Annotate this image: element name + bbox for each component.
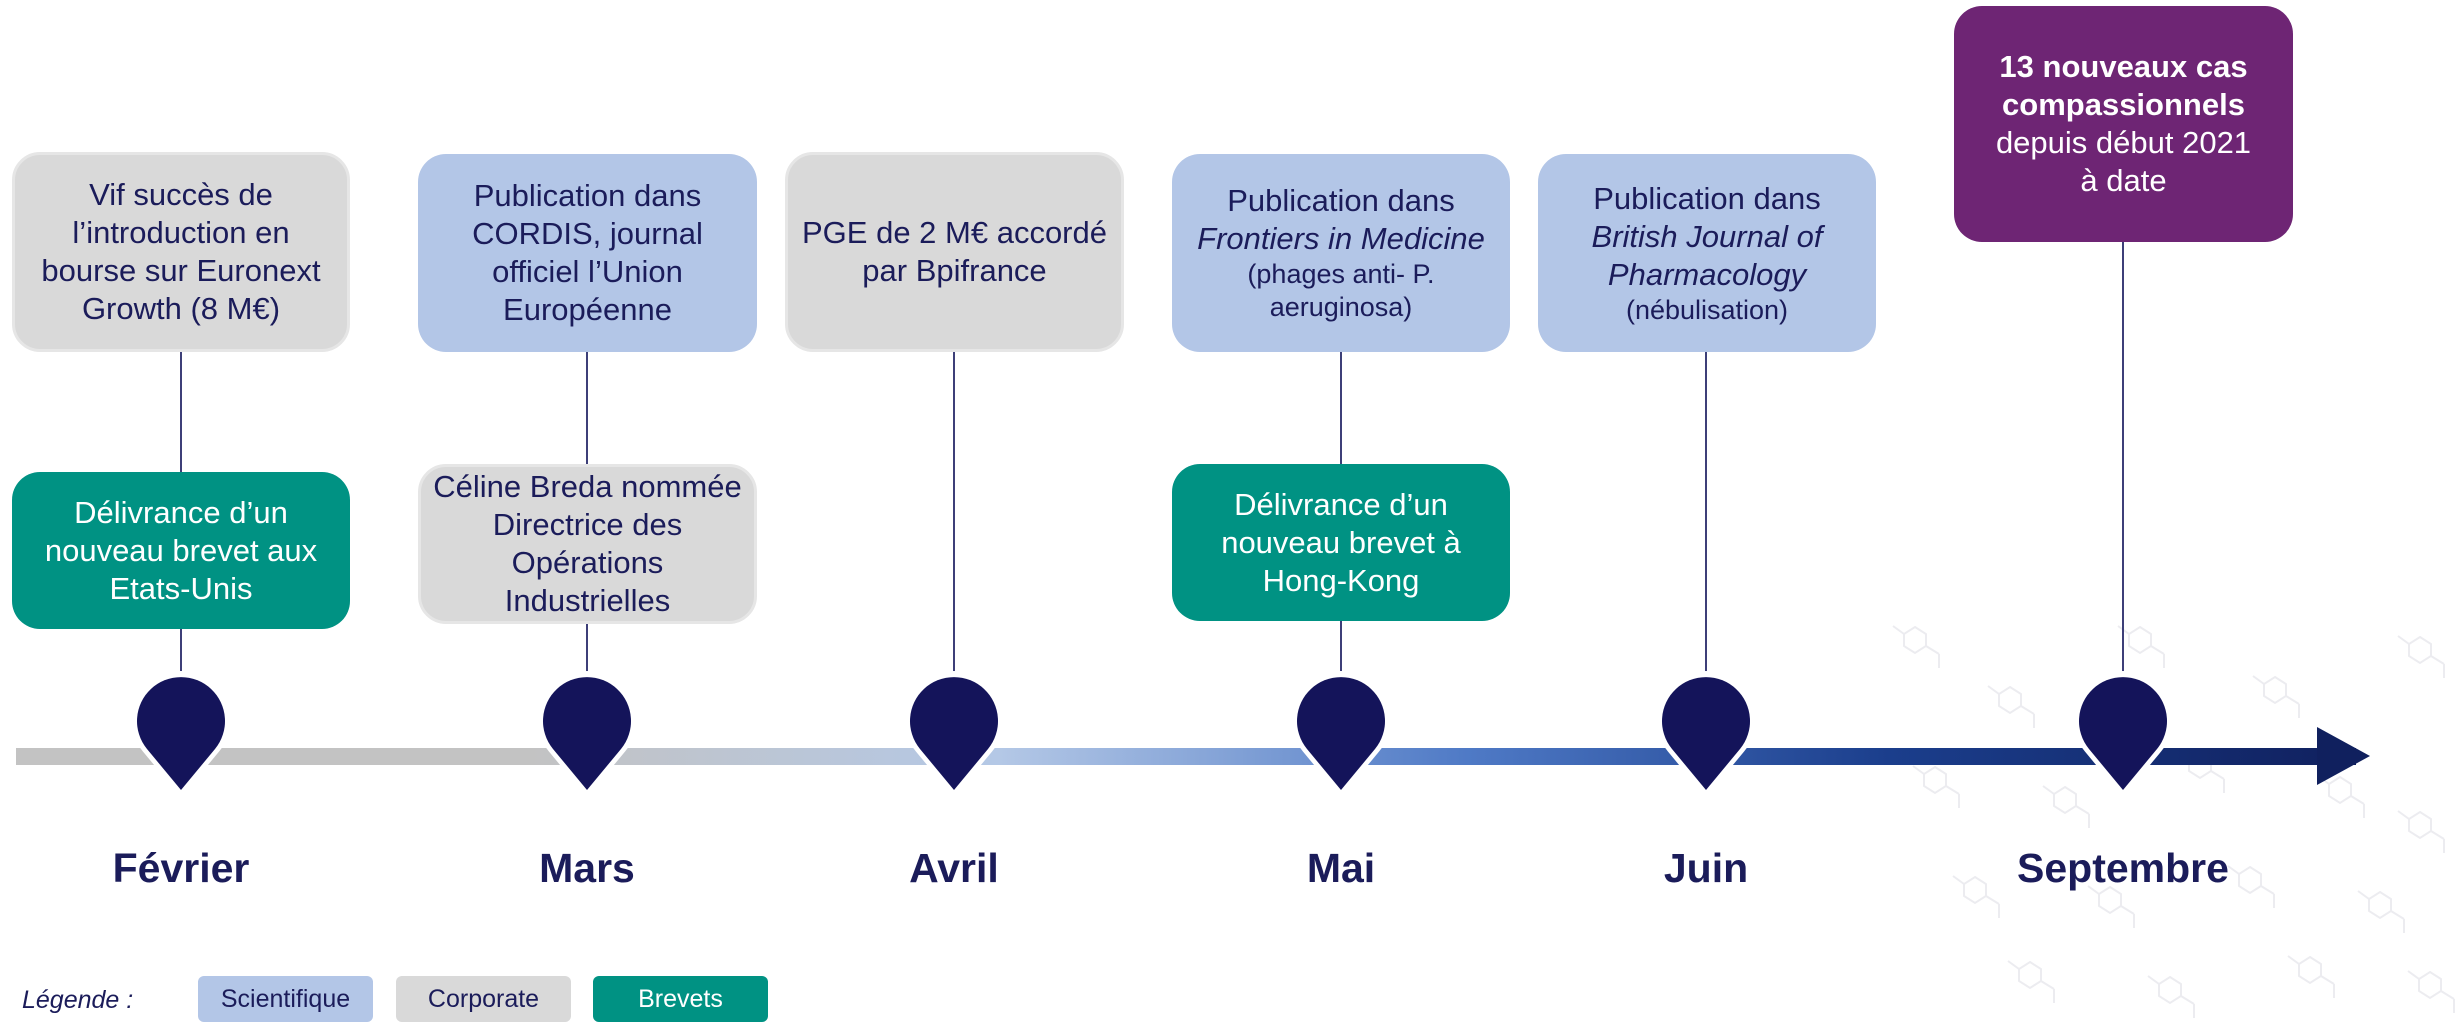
event-mai-patent: Délivrance d’un nouveau brevet à Hong-Ko…	[1172, 464, 1510, 621]
timeline-track	[16, 748, 2356, 765]
event-mai-publication: Publication dans Frontiers in Medicine (…	[1172, 154, 1510, 352]
legend-item-scientific: Scientifique	[198, 976, 373, 1022]
month-label-septembre: Septembre	[2017, 845, 2229, 891]
pin-juin	[1656, 670, 1756, 798]
event-juin-publication: Publication dans British Journal of Phar…	[1538, 154, 1876, 352]
event-mars-nomination: Céline Breda nommée Directrice des Opéra…	[418, 464, 757, 624]
event-avril-pge: PGE de 2 M€ accordé par Bpifrance	[785, 152, 1124, 352]
event-mars-cordis: Publication dans CORDIS, journal officie…	[418, 154, 757, 352]
legend-title: Légende :	[22, 986, 134, 1014]
pin-avril	[904, 670, 1004, 798]
event-fevrier-ipo: Vif succès de l’introduction en bourse s…	[12, 152, 350, 352]
timeline-pins	[131, 670, 2173, 798]
molecule-watermark	[1892, 625, 2455, 1019]
month-label-fevrier: Février	[112, 845, 250, 891]
pin-fevrier	[131, 670, 231, 798]
month-label-juin: Juin	[1663, 845, 1749, 891]
pin-septembre	[2073, 670, 2173, 798]
event-fevrier-patent: Délivrance d’un nouveau brevet aux Etats…	[12, 472, 350, 629]
legend-item-corporate: Corporate	[396, 976, 571, 1022]
pin-mai	[1291, 670, 1391, 798]
month-label-avril: Avril	[909, 845, 999, 891]
pin-mars	[537, 670, 637, 798]
timeline-arrowhead	[2317, 727, 2370, 785]
month-label-mars: Mars	[539, 845, 635, 891]
event-septembre-highlight: 13 nouveaux cas compassionnels depuis dé…	[1954, 6, 2293, 242]
month-label-mai: Mai	[1306, 845, 1376, 891]
legend-item-patents: Brevets	[593, 976, 768, 1022]
